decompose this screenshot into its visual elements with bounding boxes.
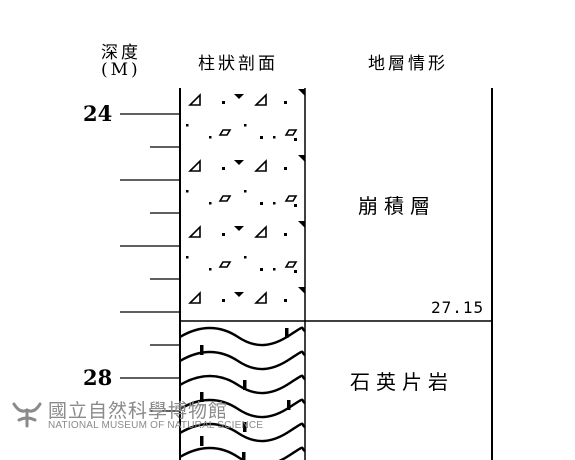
clast-triangle xyxy=(254,93,267,106)
clast-dot xyxy=(260,268,263,271)
schist-dash xyxy=(200,345,204,355)
description-header: 地層情形 xyxy=(368,54,448,74)
clast-parallelogram xyxy=(218,129,232,136)
clast-dot xyxy=(222,167,225,170)
clast-dot xyxy=(284,101,287,104)
clast-triangle xyxy=(254,225,267,238)
clast-parallelogram xyxy=(218,261,232,268)
layer-name-quartz-schist: 石英片岩 xyxy=(350,370,454,394)
clast-dot xyxy=(284,299,287,302)
depth-ticks xyxy=(120,113,180,412)
clast-wedge xyxy=(298,89,305,96)
watermark-english-text: NATIONAL MUSEUM OF NATURAL SCIENCE xyxy=(48,420,264,431)
clast-wedge xyxy=(234,160,244,165)
clast-dot xyxy=(294,270,297,273)
clast-wedge xyxy=(234,226,244,231)
clast-triangle xyxy=(188,291,201,304)
boundary-depth-label: 27.15 xyxy=(431,298,485,317)
schist-wave xyxy=(179,398,306,419)
clast-dot xyxy=(209,136,212,139)
schist-wave xyxy=(179,326,306,347)
schist-dash xyxy=(200,392,204,402)
clast-dot xyxy=(186,256,189,259)
clast-dot xyxy=(222,233,225,236)
clast-dot xyxy=(186,124,189,127)
clast-dot xyxy=(273,268,276,271)
depth-header: 深度 xyxy=(101,43,141,63)
clast-dot xyxy=(294,204,297,207)
depth-label-24: 24 xyxy=(83,101,113,126)
clast-dot xyxy=(209,268,212,271)
clast-triangle xyxy=(254,291,267,304)
clast-parallelogram xyxy=(284,195,298,202)
museum-logo-icon xyxy=(12,402,42,428)
clast-dot xyxy=(222,299,225,302)
clast-wedge xyxy=(234,94,244,99)
depth-label-28: 28 xyxy=(83,365,113,390)
clast-parallelogram xyxy=(218,195,232,202)
column-header: 柱狀剖面 xyxy=(198,54,278,74)
clast-dot xyxy=(244,124,247,127)
clast-dot xyxy=(222,101,225,104)
watermark-chinese-text: 國立自然科學博物館 xyxy=(48,400,229,422)
clast-dot xyxy=(186,190,189,193)
clast-dot xyxy=(284,167,287,170)
clast-triangle xyxy=(254,159,267,172)
clast-dot xyxy=(294,138,297,141)
clast-wedge xyxy=(298,221,305,228)
schist-dash xyxy=(242,452,246,460)
clast-dot xyxy=(244,190,247,193)
clast-triangle xyxy=(188,159,201,172)
schist-pattern xyxy=(179,326,306,460)
clast-dot xyxy=(284,233,287,236)
clast-wedge xyxy=(298,155,305,162)
clast-triangle xyxy=(188,225,201,238)
clast-dot xyxy=(244,256,247,259)
schist-wave xyxy=(179,422,306,443)
layer-name-colluvium: 崩積層 xyxy=(358,194,436,218)
schist-wave xyxy=(179,350,306,371)
schist-wave xyxy=(179,446,306,460)
schist-dash xyxy=(243,422,247,432)
colluvium-pattern xyxy=(186,89,305,304)
clast-parallelogram xyxy=(284,261,298,268)
schist-dash xyxy=(285,328,289,338)
clast-wedge xyxy=(234,292,244,297)
clast-dot xyxy=(209,202,212,205)
museum-watermark: 國立自然科學博物館 NATIONAL MUSEUM OF NATURAL SCI… xyxy=(10,398,265,438)
clast-dot xyxy=(273,136,276,139)
clast-wedge xyxy=(298,287,305,294)
clast-dot xyxy=(260,202,263,205)
schist-dash xyxy=(200,436,204,446)
clast-dot xyxy=(260,136,263,139)
schist-dash xyxy=(287,400,291,410)
schist-wave xyxy=(179,374,306,395)
clast-triangle xyxy=(188,93,201,106)
clast-dot xyxy=(273,202,276,205)
clast-parallelogram xyxy=(284,129,298,136)
schist-dash xyxy=(243,380,247,390)
depth-unit: (M) xyxy=(101,60,141,80)
